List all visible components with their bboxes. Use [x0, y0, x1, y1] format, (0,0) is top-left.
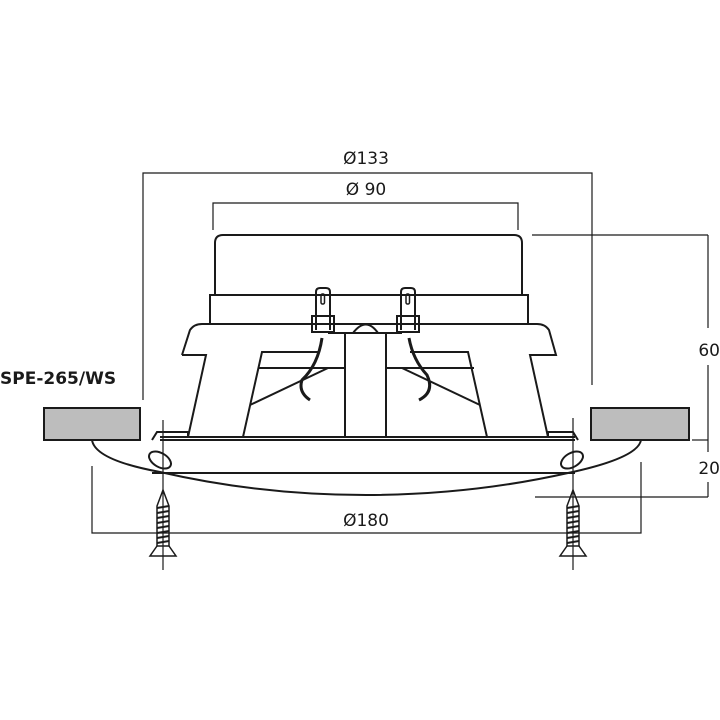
label-inner-diameter: Ø 90 — [346, 180, 386, 200]
dimension-inner-diameter — [212, 202, 519, 230]
terminal-left — [299, 287, 335, 402]
label-depth-body: 60 — [698, 341, 720, 361]
label-depth-flange: 20 — [698, 459, 720, 479]
speaker-flange — [91, 431, 642, 497]
terminal-right — [396, 287, 432, 402]
speaker-magnet-housing — [209, 234, 529, 325]
screw-hole-left — [148, 450, 172, 470]
model-label: SPE-265/WS — [0, 369, 116, 389]
ceiling-panel-left — [43, 407, 141, 441]
screw-hole-right — [560, 450, 584, 470]
screw-left-icon — [148, 487, 178, 557]
dimension-depth — [532, 234, 709, 498]
label-flange-diameter: Ø180 — [343, 511, 389, 531]
screw-right-icon — [558, 487, 588, 557]
ceiling-panel-right — [590, 407, 690, 441]
dimension-flange-diameter — [91, 462, 642, 534]
label-outer-diameter: Ø133 — [343, 149, 389, 169]
speaker-basket — [181, 323, 558, 438]
dimension-outer-diameter — [142, 172, 593, 400]
